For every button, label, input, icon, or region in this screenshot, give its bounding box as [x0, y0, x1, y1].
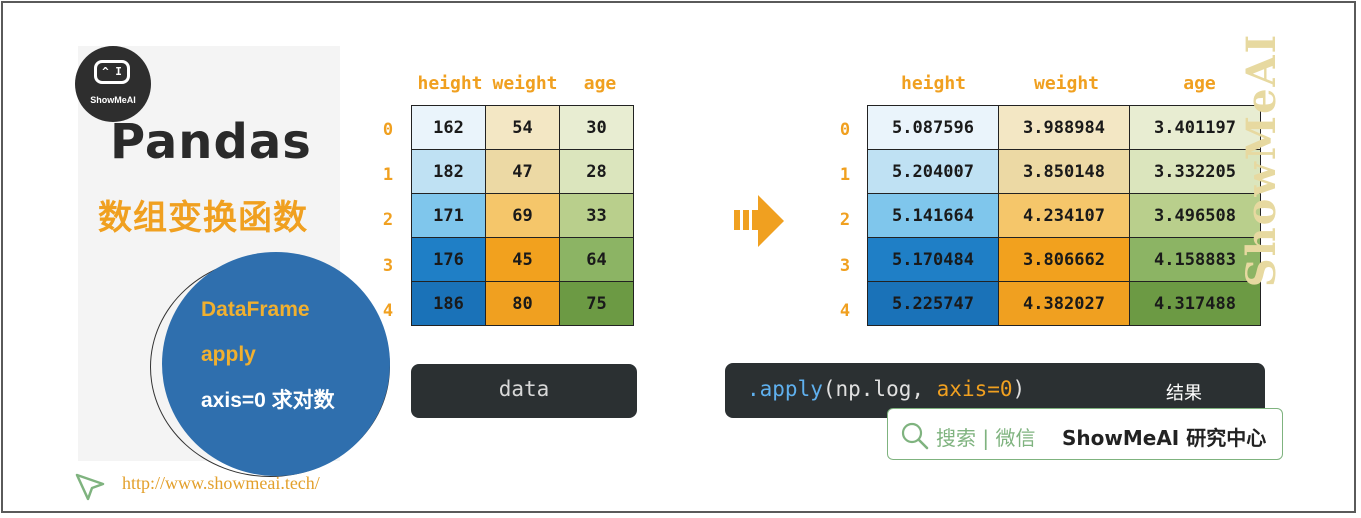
table-cell: 162 — [411, 105, 486, 150]
table-cell: 3.496508 — [1129, 193, 1261, 238]
left-row-index: 2 — [382, 210, 394, 230]
left-col-header-age: age — [583, 73, 617, 94]
right-row-index: 0 — [839, 120, 851, 140]
table-cell: 5.087596 — [867, 105, 999, 150]
code-close: ) — [1012, 377, 1026, 401]
left-col-header-height: height — [417, 73, 483, 94]
table-cell: 4.382027 — [998, 281, 1130, 326]
arrow-right-icon — [734, 195, 784, 247]
logo-text: ShowMeAI — [90, 95, 136, 105]
table-cell: 54 — [485, 105, 560, 150]
data-label-box: data — [411, 364, 637, 418]
concept-circle — [162, 252, 390, 476]
right-col-header-age: age — [1183, 73, 1216, 94]
circle-line-dataframe: DataFrame — [201, 298, 310, 321]
code-axis: axis=0 — [936, 377, 1013, 401]
table-cell: 5.141664 — [867, 193, 999, 238]
search-brand: ShowMeAI 研究中心 — [1062, 426, 1267, 450]
circle-line-axis: axis=0 求对数 — [201, 389, 335, 412]
table-cell: 45 — [485, 237, 560, 282]
left-row-index: 0 — [382, 120, 394, 140]
table-cell: 5.225747 — [867, 281, 999, 326]
circle-line-apply: apply — [201, 343, 256, 366]
table-cell: 75 — [559, 281, 634, 326]
table-cell: 33 — [559, 193, 634, 238]
table-cell: 5.170484 — [867, 237, 999, 282]
left-row-index: 1 — [382, 165, 394, 185]
search-text: 搜索 | 微信 — [936, 426, 1036, 450]
right-row-index: 1 — [839, 165, 851, 185]
table-cell: 47 — [485, 149, 560, 194]
table-cell: 5.204007 — [867, 149, 999, 194]
table-cell: 4.317488 — [1129, 281, 1261, 326]
code-method: .apply — [747, 377, 823, 401]
table-cell: 64 — [559, 237, 634, 282]
right-col-header-height: height — [900, 73, 967, 94]
watermark: ShowMeAI — [1238, 32, 1285, 288]
table-cell: 3.806662 — [998, 237, 1130, 282]
right-row-index: 2 — [839, 210, 851, 230]
search-box[interactable]: 搜索 | 微信 ShowMeAI 研究中心 — [887, 408, 1283, 460]
table-cell: 28 — [559, 149, 634, 194]
cursor-icon — [75, 473, 105, 501]
table-cell: 171 — [411, 193, 486, 238]
right-col-header-weight: weight — [1033, 73, 1100, 94]
table-cell: 69 — [485, 193, 560, 238]
table-cell: 4.234107 — [998, 193, 1130, 238]
code-line: .apply(np.log, axis=0) — [747, 377, 1025, 401]
data-label: data — [498, 377, 550, 401]
code-args: (np.log, — [822, 377, 937, 401]
robot-icon: ^ I — [94, 60, 130, 84]
table-cell: 3.850148 — [998, 149, 1130, 194]
left-col-header-weight: weight — [492, 73, 558, 94]
showmeai-logo: ^ I ShowMeAI — [75, 46, 151, 122]
right-row-index: 4 — [839, 301, 851, 321]
result-label: 结果 — [1166, 383, 1202, 404]
table-cell: 182 — [411, 149, 486, 194]
page-subtitle: 数组变换函数 — [98, 198, 308, 238]
table-cell: 176 — [411, 237, 486, 282]
page-title: Pandas — [110, 114, 312, 170]
table-cell: 30 — [559, 105, 634, 150]
search-icon — [901, 422, 929, 450]
left-row-index: 3 — [382, 256, 394, 276]
table-cell: 186 — [411, 281, 486, 326]
table-cell: 3.988984 — [998, 105, 1130, 150]
left-row-index: 4 — [382, 301, 394, 321]
right-row-index: 3 — [839, 256, 851, 276]
table-cell: 80 — [485, 281, 560, 326]
url-link[interactable]: http://www.showmeai.tech/ — [122, 473, 320, 493]
